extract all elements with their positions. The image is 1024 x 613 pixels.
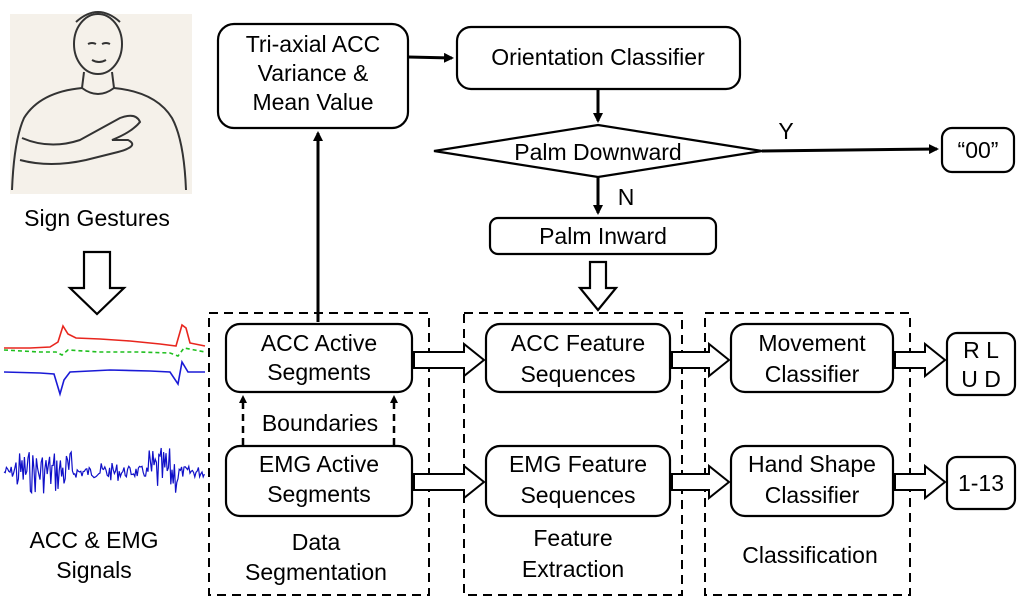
acc-feature-line1: ACC Feature <box>511 330 645 356</box>
palm-downward-label: Palm Downward <box>514 139 681 165</box>
hollow-down-arrow <box>67 250 127 316</box>
output-1-13-label: 1-13 <box>958 470 1004 496</box>
person-head <box>73 13 123 75</box>
arrow-acc-segments-to-features <box>413 341 486 379</box>
person-left-shoulder <box>11 87 83 191</box>
feature-extraction-label-line1: Feature <box>533 525 612 551</box>
signals-label-line1: ACC & EMG <box>29 527 158 553</box>
branch-no-label: N <box>618 184 635 210</box>
arrow-emg-segments-to-features <box>413 463 486 501</box>
acc-feature-line2: Sequences <box>520 361 635 387</box>
output-1-13-box <box>945 455 1017 511</box>
palm-inward-box <box>488 216 718 256</box>
movement-classifier-box <box>729 322 895 394</box>
data-segmentation-label-line2: Segmentation <box>245 559 387 585</box>
emg-feature-line2: Sequences <box>520 482 635 508</box>
sign-gestures-label: Sign Gestures <box>24 205 170 231</box>
person-neck <box>81 71 115 89</box>
tri-axial-line3: Mean Value <box>252 89 373 115</box>
person-right-shoulder <box>113 87 187 191</box>
arrow-movement-to-output <box>894 341 947 379</box>
acc-active-line2: Segments <box>267 359 371 385</box>
acc-active-line1: ACC Active <box>261 330 377 356</box>
hollow-horizontal-arrows <box>413 341 947 501</box>
tri-axial-line1: Tri-axial ACC <box>246 31 381 57</box>
acc-active-segments-box <box>224 322 414 394</box>
movement-line2: Classifier <box>765 361 860 387</box>
person-collar <box>81 87 115 95</box>
arrow-decision-yes <box>761 144 939 155</box>
hand-shape-classifier-box <box>729 444 895 518</box>
handshape-line2: Classifier <box>765 482 860 508</box>
feature-extraction-group <box>463 312 683 596</box>
person-mouth <box>91 59 107 63</box>
acc-green-trace <box>3 347 206 357</box>
hollow-arrow-palm-to-features <box>577 260 619 312</box>
feature-extraction-label-line2: Extraction <box>522 556 624 582</box>
output-rlud-box <box>945 331 1017 397</box>
sign-gesture-illustration <box>10 11 192 194</box>
acc-red-trace <box>4 323 206 349</box>
emg-active-segments-box <box>224 444 414 518</box>
arrow-acc-to-orientation <box>407 52 454 63</box>
emg-signal-plot <box>3 447 205 495</box>
arrow-emg-features-to-handshape <box>671 463 731 501</box>
handshape-line1: Hand Shape <box>748 451 876 477</box>
emg-active-line2: Segments <box>267 481 371 507</box>
movement-line1: Movement <box>758 330 866 356</box>
output-00-box <box>940 126 1016 174</box>
person-eyes <box>87 42 111 45</box>
classification-group <box>704 312 911 596</box>
arrow-handshape-to-output <box>894 463 947 501</box>
emg-active-line1: EMG Active <box>259 451 379 477</box>
acc-blue-trace <box>3 359 205 397</box>
orientation-classifier-label: Orientation Classifier <box>491 44 705 70</box>
emg-feature-sequences-box <box>484 444 672 518</box>
output-rlud-line2: U D <box>961 366 1001 392</box>
acc-feature-sequences-box <box>484 322 672 394</box>
output-rlud-line1: R L <box>963 337 999 363</box>
acc-signal-plot <box>3 323 206 397</box>
person-hair <box>75 11 121 23</box>
boundaries-label: Boundaries <box>262 410 378 436</box>
data-segmentation-label-line1: Data <box>292 529 341 555</box>
tri-axial-line2: Variance & <box>258 60 369 86</box>
branch-yes-label: Y <box>778 118 793 144</box>
tri-axial-acc-box <box>216 22 410 130</box>
signals-label-line2: Signals <box>56 557 131 583</box>
emg-blue-trace <box>3 447 205 495</box>
output-00-label: “00” <box>958 137 999 163</box>
classification-label: Classification <box>742 542 878 568</box>
emg-feature-line1: EMG Feature <box>509 451 647 477</box>
palm-inward-label: Palm Inward <box>539 223 667 249</box>
arrow-acc-features-to-movement <box>671 341 731 379</box>
person-hand-on-chest <box>19 114 142 165</box>
